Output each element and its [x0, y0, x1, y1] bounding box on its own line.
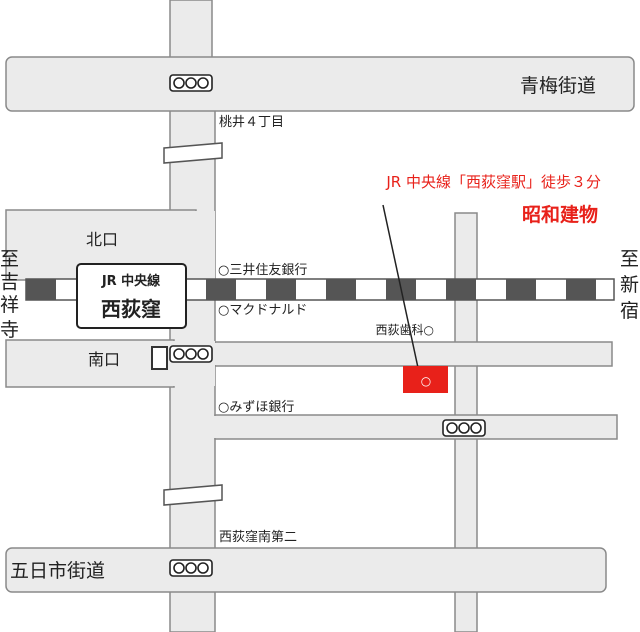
itsukaichi-kaido-label: 五日市街道 — [10, 560, 105, 582]
destination-name: 昭和建物 — [522, 203, 598, 226]
traffic-signals — [169, 74, 486, 577]
station-box: JR 中央線 西荻窪 — [76, 263, 187, 329]
mizuho-bank-label: ○みずほ銀行 — [218, 400, 294, 415]
destination-marker — [403, 366, 448, 393]
rail-segment — [266, 279, 296, 300]
momoi-4chome-label: 桃井４丁目 — [219, 115, 284, 130]
to-shinjuku-label: 至 新 宿 — [620, 248, 639, 322]
station-line-label: JR 中央線 — [101, 273, 161, 289]
rail-segment — [446, 279, 476, 300]
rail-segment — [506, 279, 536, 300]
ome-kaido-road — [5, 56, 635, 112]
mcdonalds-label: ○マクドナルド — [218, 303, 307, 318]
south-exit-label: 南口 — [88, 350, 120, 369]
to-shinjuku-char: 宿 — [620, 300, 639, 322]
traffic-signal-icon — [169, 74, 213, 92]
south-plaza-road — [5, 339, 175, 388]
rail-segment — [326, 279, 356, 300]
traffic-signal-icon — [442, 419, 486, 437]
station-name-label: 西荻窪 — [101, 297, 161, 321]
to-kichijoji-char: 寺 — [0, 319, 19, 341]
rail-segment — [26, 279, 56, 300]
nishiogi-minami-2-label: 西荻窪南第二 — [219, 529, 297, 545]
rail-segment — [206, 279, 236, 300]
to-kichijoji-char: 祥 — [0, 294, 19, 316]
ome-kaido-label: 青梅街道 — [520, 75, 596, 97]
north-exit-label: 北口 — [86, 230, 118, 249]
destination-marker-circle: ○ — [421, 374, 431, 388]
to-shinjuku-char: 新 — [620, 274, 639, 296]
to-kichijoji-char: 吉 — [0, 271, 19, 293]
to-shinjuku-char: 至 — [620, 248, 639, 270]
to-kichijoji-label: 至 吉 祥 寺 — [0, 248, 19, 341]
nishiogi-dental-label: 西荻歯科○ — [376, 323, 434, 337]
rail-segment — [566, 279, 596, 300]
access-note: JR 中央線「西荻窪駅」徒歩３分 — [385, 173, 601, 191]
south-exit-icon — [151, 346, 168, 370]
traffic-signal-icon — [169, 559, 213, 577]
lower-horizontal-road — [214, 414, 618, 440]
pointer-line — [382, 204, 421, 378]
road-break-marks — [163, 142, 223, 506]
traffic-signal-icon — [169, 345, 213, 363]
to-kichijoji-char: 至 — [0, 248, 19, 270]
mitsui-sumitomo-bank-label: ○三井住友銀行 — [218, 262, 307, 278]
